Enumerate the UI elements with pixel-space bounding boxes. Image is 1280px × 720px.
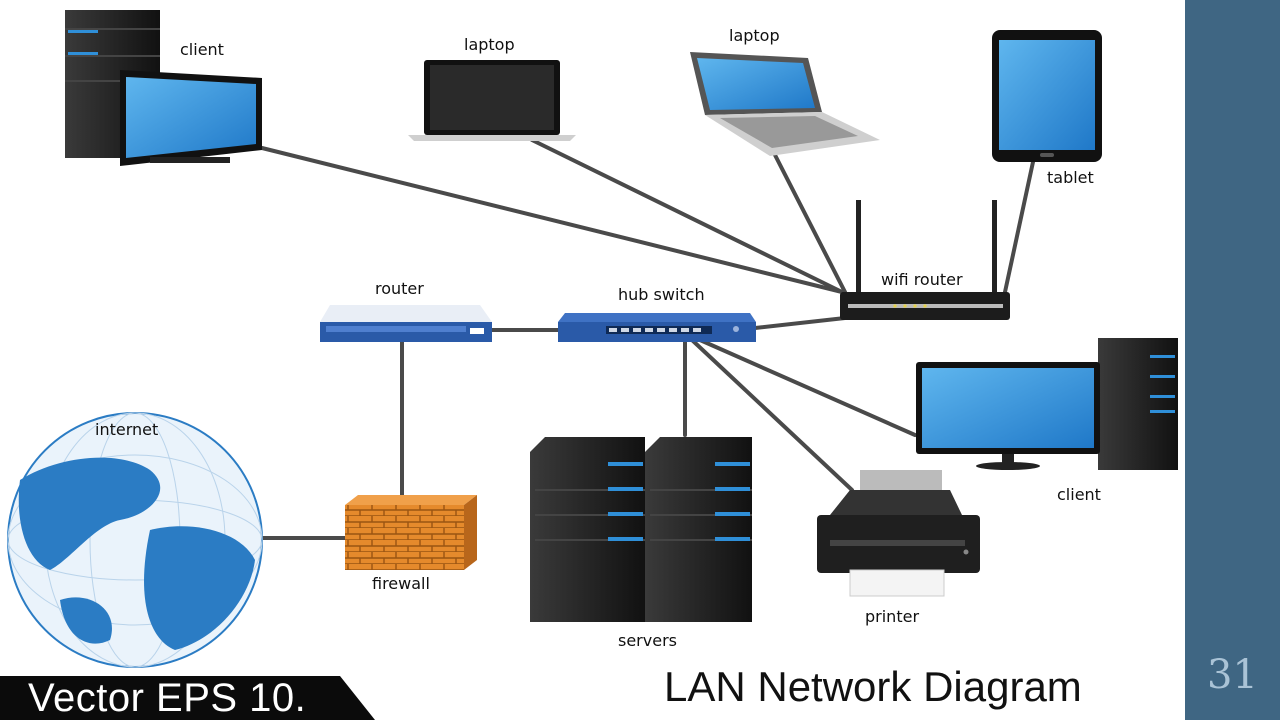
node-label-router: router xyxy=(375,279,424,298)
network-switch-icon xyxy=(558,313,756,342)
server-rack-icon xyxy=(530,437,752,622)
node-label-hub-switch: hub switch xyxy=(618,285,705,304)
node-label-client-right: client xyxy=(1057,485,1101,504)
diagram-title: LAN Network Diagram xyxy=(664,663,1082,710)
node-label-firewall: firewall xyxy=(372,574,430,593)
cable-laptop2-to-wifi xyxy=(773,153,847,294)
node-label-client-top: client xyxy=(180,40,224,59)
router-icon xyxy=(320,305,492,342)
node-label-laptop-1: laptop xyxy=(464,35,515,54)
cable-client-top-to-wifi xyxy=(260,146,844,294)
node-label-tablet: tablet xyxy=(1047,168,1094,187)
cable-switch-to-client-right xyxy=(698,338,917,437)
node-label-printer: printer xyxy=(865,607,920,626)
slide-sidebar xyxy=(1185,0,1280,720)
diagram-canvas: client laptop laptop tablet wifi router … xyxy=(0,10,1178,720)
network-diagram xyxy=(7,10,1178,668)
globe-icon xyxy=(7,412,263,668)
desktop-computer-icon xyxy=(916,338,1178,470)
cable-laptop1-to-wifi xyxy=(530,138,844,294)
tablet-icon xyxy=(992,30,1102,162)
slide-number: 31 xyxy=(1207,652,1258,698)
node-label-internet: internet xyxy=(95,420,159,439)
desktop-computer-icon xyxy=(65,10,262,166)
footer-badge xyxy=(0,676,375,720)
footer-vector-eps-text: Vector EPS 10. xyxy=(28,676,307,720)
node-label-laptop-2: laptop xyxy=(729,26,780,45)
cable-tablet-to-wifi xyxy=(1003,160,1035,294)
brick-wall-icon xyxy=(345,495,477,570)
cable-group xyxy=(260,138,1035,540)
cable-switch-to-printer xyxy=(690,338,854,492)
wifi-router-icon xyxy=(840,200,1010,320)
printer-icon xyxy=(817,470,980,597)
laptop-icon xyxy=(408,60,576,141)
laptop-icon xyxy=(690,52,880,156)
cable-wifi-to-switch xyxy=(753,316,847,330)
node-label-wifi-router: wifi router xyxy=(881,270,963,289)
node-label-servers: servers xyxy=(618,631,677,650)
